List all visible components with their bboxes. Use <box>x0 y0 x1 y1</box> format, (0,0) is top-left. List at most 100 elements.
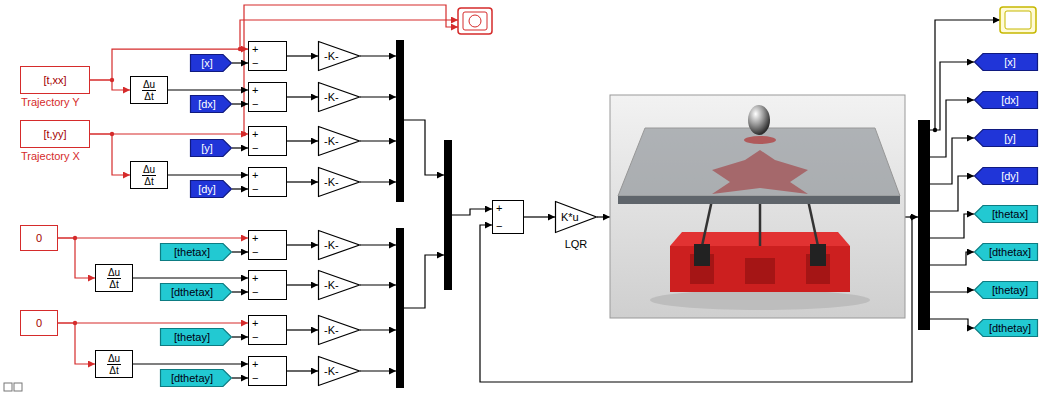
from-tag: [y] <box>190 139 232 157</box>
goto-tag: [dy] <box>974 167 1038 185</box>
sum-block: +− <box>248 41 287 71</box>
block-label: − <box>252 331 258 343</box>
block-text: + <box>252 317 258 329</box>
signal-line <box>232 188 248 189</box>
block-text: + <box>252 43 258 55</box>
signal-line <box>232 377 248 378</box>
block-text: + <box>252 358 258 370</box>
signal-line <box>232 147 248 148</box>
block-text: + <box>252 272 258 284</box>
block-text: + <box>496 202 502 214</box>
signal-line <box>287 140 318 141</box>
block-text: Δu <box>142 164 156 176</box>
gain-block: -K- <box>318 41 360 71</box>
gain-block: -K- <box>318 126 360 156</box>
derivative-block: ΔuΔt <box>130 76 168 104</box>
signal-line <box>232 103 248 104</box>
block-label: LQR <box>555 238 597 250</box>
goto-tag: [x] <box>974 53 1038 71</box>
block-text: [thetax] <box>992 208 1028 220</box>
gain-block: -K- <box>318 167 360 197</box>
derivative-block: ΔuΔt <box>130 161 168 189</box>
constant-block: 0 <box>20 225 58 251</box>
block-label: Δt <box>144 176 153 187</box>
block-text: -K- <box>324 135 339 147</box>
goto-tag: [thetay] <box>974 281 1038 299</box>
derivative-block: ΔuΔt <box>95 350 133 378</box>
from-tag: [dx] <box>190 95 232 113</box>
scope-symbol <box>1000 7 1036 33</box>
gain-block: -K- <box>318 82 360 112</box>
signal-line <box>232 291 248 292</box>
gain-block: -K- <box>318 315 360 345</box>
block-text: + <box>252 232 258 244</box>
block-text: [y] <box>201 142 213 154</box>
block-text: -K- <box>324 324 339 336</box>
block-text: K*u <box>561 211 579 223</box>
block-label: − <box>252 57 258 69</box>
signal-line <box>287 55 318 56</box>
block-text: [dx] <box>198 98 216 110</box>
block-text: -K- <box>324 91 339 103</box>
block-text: -K- <box>324 239 339 251</box>
sum-block: +− <box>248 270 287 300</box>
from-tag: [dthetay] <box>160 369 232 387</box>
lqr-gain-block: K*uLQR <box>555 201 597 233</box>
signal-line <box>232 62 248 63</box>
block-text: [x] <box>201 57 213 69</box>
block-text: + <box>252 169 258 181</box>
block-label: − <box>252 246 258 258</box>
model-icon <box>4 383 22 391</box>
signal-line <box>287 244 318 245</box>
block-text: -K- <box>324 176 339 188</box>
constant-block: 0 <box>20 310 58 336</box>
branch-dot <box>73 321 77 325</box>
from-tag: [dthetax] <box>160 283 232 301</box>
block-text: [dy] <box>1001 170 1019 182</box>
signal-line <box>287 370 318 371</box>
gain-block: -K- <box>318 270 360 300</box>
block-text: [dthetay] <box>171 372 213 384</box>
block-text: 0 <box>36 317 42 329</box>
goto-tag: [dthetax] <box>974 243 1038 261</box>
block-label: Δt <box>144 91 153 102</box>
signal-line <box>168 174 248 175</box>
block-text: -K- <box>324 279 339 291</box>
branch-dot <box>110 78 114 82</box>
scope-wires <box>240 5 458 134</box>
block-text: [dx] <box>1001 94 1019 106</box>
signal-line <box>133 277 248 278</box>
derivative-block: ΔuΔt <box>95 264 133 292</box>
block-label: − <box>496 220 502 232</box>
block-text: -K- <box>324 365 339 377</box>
block-label: − <box>252 372 258 384</box>
from-tag: [thetax] <box>160 243 232 261</box>
from-tag: [dy] <box>190 180 232 198</box>
block-text: -K- <box>324 50 339 62</box>
source-block: [t,xx]Trajectory Y <box>20 66 90 94</box>
signal-line <box>90 49 248 80</box>
signal-line <box>90 134 130 175</box>
signal-line <box>168 89 248 90</box>
signal-line <box>58 322 248 323</box>
goto-tag: [thetax] <box>974 205 1038 223</box>
block-label: Δt <box>109 279 118 290</box>
block-text: [t,yy] <box>43 128 66 140</box>
ball-plate-illustration <box>610 95 905 318</box>
branch-dot <box>73 236 77 240</box>
block-label: − <box>252 98 258 110</box>
signal-line <box>287 329 318 330</box>
block-text: [x] <box>1004 56 1016 68</box>
block-label: − <box>252 286 258 298</box>
signal-line <box>232 251 248 252</box>
sum-block: +− <box>248 82 287 112</box>
signal-line <box>58 238 95 278</box>
block-text: [thetay] <box>992 284 1028 296</box>
block-text: [y] <box>1004 132 1016 144</box>
block-text: Δu <box>142 79 156 91</box>
gain-block: -K- <box>318 356 360 386</box>
sum-block: +− <box>248 356 287 386</box>
block-label: Trajectory X <box>21 150 80 162</box>
